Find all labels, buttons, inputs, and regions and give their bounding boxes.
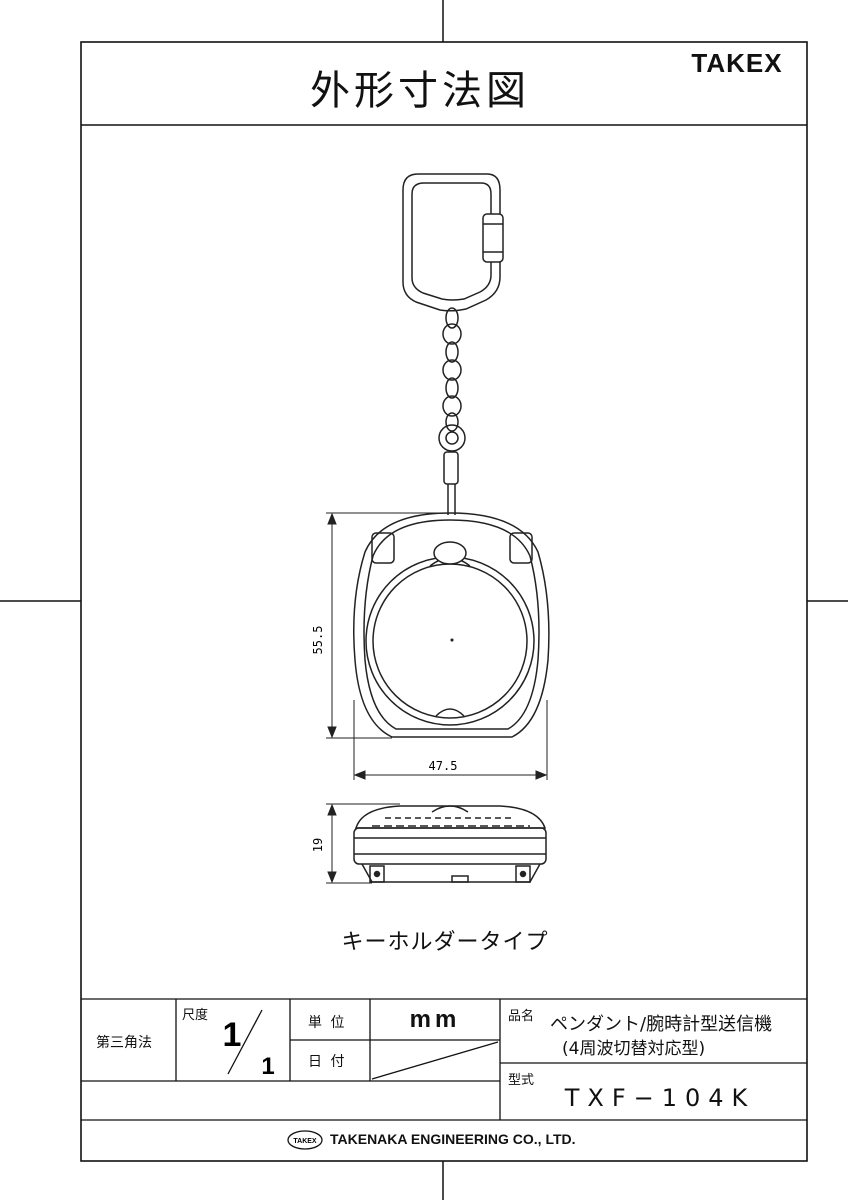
dim-depth-label: 19 [311,838,325,852]
company-name: TAKENAKA ENGINEERING CO., LTD. [330,1131,576,1147]
scale-denominator: 1 [261,1053,274,1080]
date-label: 日 付 [308,1054,347,1070]
unit-label: 単 位 [308,1015,347,1031]
pendant-front-view [353,512,550,738]
chain [438,307,466,452]
chain-connector [443,451,459,485]
dim-height-label: 55.5 [311,626,325,655]
keyholder-drawing [353,173,550,883]
company-logo-text: TAKEX [293,1138,317,1145]
product-name-label: 品名 [508,1009,535,1024]
pendant-button [433,541,467,565]
dim-width-label: 47.5 [429,759,458,773]
dimension-lines [326,512,548,884]
pendant-side-view [353,805,547,883]
product-name-line1: ペンダント/腕時計型送信機 [550,1014,773,1035]
product-type-caption: キーホルダータイプ [341,930,549,955]
brand-logo: TAKEX [691,48,783,78]
title-block-grid [81,998,807,1121]
drawing-title: 外形寸法図 [310,68,530,114]
model-number: TXF−104K [564,1084,756,1112]
product-name-line2: (4周波切替対応型) [562,1039,706,1059]
scale-label: 尺度 [182,1008,209,1023]
sheet-border [80,41,808,1162]
unit-value: mm [409,1006,461,1033]
projection-method: 第三角法 [96,1035,152,1051]
model-label: 型式 [508,1073,535,1088]
date-empty-slash [371,1041,499,1080]
carabiner [402,173,501,312]
company-logo-icon [287,1130,323,1150]
carabiner-gate [482,213,504,263]
scale-numerator: 1 [223,1016,242,1054]
scale-slash [227,1009,263,1075]
